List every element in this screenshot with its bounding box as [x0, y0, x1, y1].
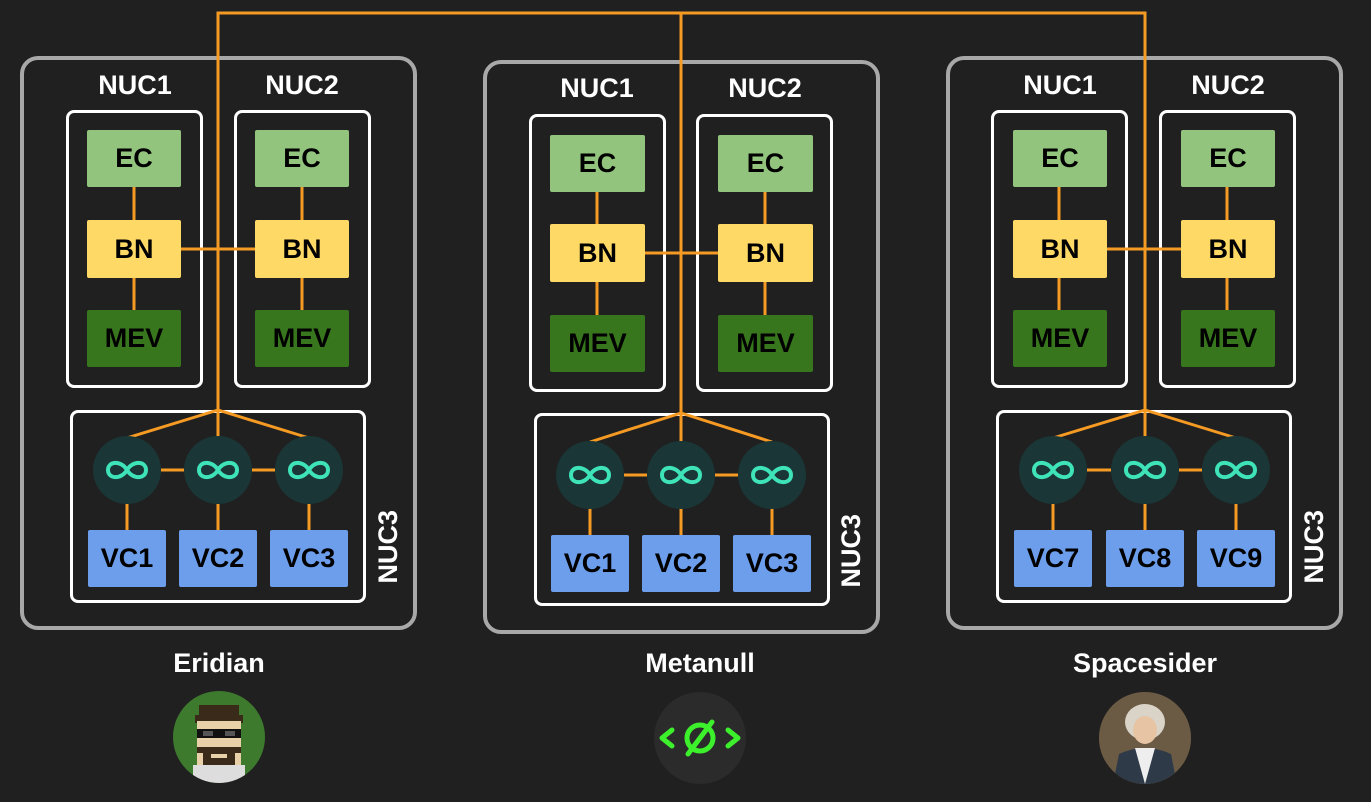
- bn-node: BN: [255, 220, 349, 278]
- bn-node: BN: [550, 224, 645, 282]
- operator-name: Metanull: [645, 648, 755, 678]
- bn-node: BN: [1013, 220, 1107, 278]
- ec-node: EC: [550, 135, 645, 192]
- operator-name: Spacesider: [1072, 648, 1218, 678]
- nuc1-label: NUC1: [1023, 70, 1097, 100]
- bn-node: BN: [718, 224, 813, 282]
- dvt-node-icon: [184, 436, 252, 504]
- vc-node: VC1: [551, 535, 629, 592]
- vc-node: VC2: [642, 535, 720, 592]
- ec-node: EC: [255, 130, 349, 187]
- nuc2-label: NUC2: [728, 73, 802, 103]
- nuc1-label: NUC1: [560, 73, 634, 103]
- operator-name: Eridian: [173, 648, 265, 678]
- dvt-node-icon: [556, 441, 624, 509]
- dvt-node-icon: [1111, 436, 1179, 504]
- spacesider-avatar-icon: [1099, 692, 1191, 784]
- nuc2-label: NUC2: [1191, 70, 1265, 100]
- metanull-logo-icon: [654, 692, 746, 784]
- nuc3-label: NUC3: [836, 514, 866, 588]
- mev-node: MEV: [1181, 310, 1275, 367]
- ec-node: EC: [718, 135, 813, 192]
- bn-node: BN: [87, 220, 181, 278]
- mev-node: MEV: [718, 315, 813, 372]
- nuc2-label: NUC2: [265, 70, 339, 100]
- vc-node: VC3: [270, 530, 348, 587]
- vc-node: VC3: [733, 535, 811, 592]
- vc-node: VC2: [179, 530, 257, 587]
- ec-node: EC: [1013, 130, 1107, 187]
- vc-node: VC7: [1014, 530, 1092, 587]
- mev-node: MEV: [550, 315, 645, 372]
- dvt-node-icon: [1019, 436, 1087, 504]
- nuc1-label: NUC1: [98, 70, 172, 100]
- vc-node: VC8: [1106, 530, 1184, 587]
- nuc3-label: NUC3: [373, 510, 403, 584]
- bn-node: BN: [1181, 220, 1275, 278]
- dvt-node-icon: [647, 441, 715, 509]
- dvt-node-icon: [275, 436, 343, 504]
- dvt-node-icon: [93, 436, 161, 504]
- dvt-node-icon: [1202, 436, 1270, 504]
- eridian-avatar-icon: [173, 691, 265, 783]
- mev-node: MEV: [255, 310, 349, 367]
- ec-node: EC: [1181, 130, 1275, 187]
- vc-node: VC1: [88, 530, 166, 587]
- mev-node: MEV: [87, 310, 181, 367]
- mev-node: MEV: [1013, 310, 1107, 367]
- ec-node: EC: [87, 130, 181, 187]
- vc-node: VC9: [1197, 530, 1275, 587]
- dvt-node-icon: [738, 441, 806, 509]
- nuc3-label: NUC3: [1299, 510, 1329, 584]
